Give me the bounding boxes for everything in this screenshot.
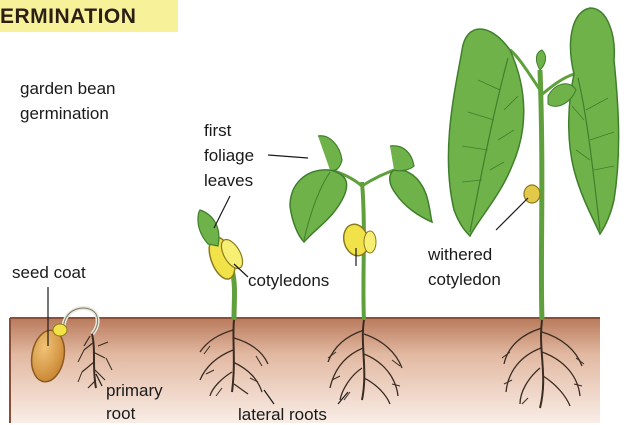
- leader-withered: [496, 198, 528, 230]
- mature-leaf-right: [569, 8, 619, 234]
- label-leaves: leaves: [204, 170, 254, 191]
- diagram-title: ERMINATION: [0, 5, 136, 29]
- seed-coat-patch: [53, 324, 67, 336]
- label-cotyledons: cotyledons: [248, 270, 329, 291]
- subtitle-line-1: garden bean: [20, 78, 115, 99]
- label-primary: primary: [106, 380, 163, 401]
- label-first-foliage-leaves: first foliage leaves: [204, 120, 254, 191]
- leader-first-foliage-2: [214, 196, 230, 228]
- leader-first-foliage: [268, 155, 308, 158]
- subtitle: garden bean germination: [20, 78, 115, 124]
- mature-leaf-left: [448, 29, 523, 236]
- young-leaf: [198, 210, 219, 246]
- label-cotyledon: cotyledon: [428, 269, 501, 290]
- label-foliage: foliage: [204, 145, 254, 166]
- label-seed-coat: seed coat: [12, 262, 86, 283]
- label-first: first: [204, 120, 254, 141]
- label-primary-root: primary root: [106, 380, 163, 424]
- label-root: root: [106, 403, 163, 424]
- foliage-leaf-left: [290, 170, 347, 242]
- subtitle-line-2: germination: [20, 103, 115, 124]
- title-banner: ERMINATION: [0, 0, 178, 32]
- foliage-leaf-right: [390, 170, 432, 222]
- label-lateral-roots: lateral roots: [238, 404, 327, 425]
- label-withered-cotyledon: withered cotyledon: [428, 244, 501, 290]
- label-withered: withered: [428, 244, 501, 265]
